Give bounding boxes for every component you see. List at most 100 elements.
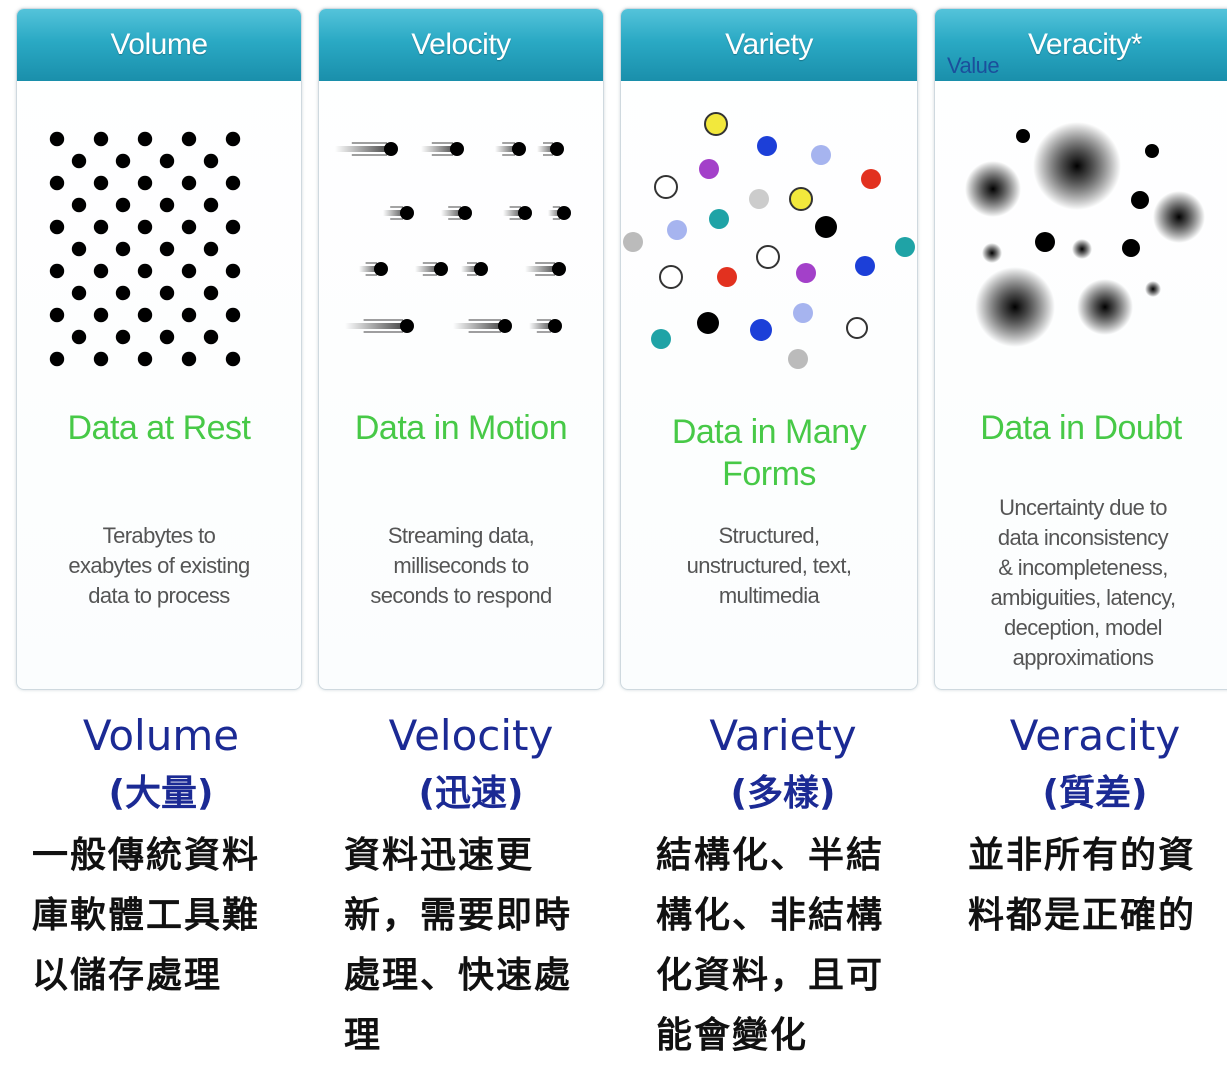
motion-trail: [537, 146, 557, 152]
blurred-dot: [965, 161, 1021, 217]
blurred-dot: [975, 267, 1055, 347]
grid-dot: [203, 241, 219, 257]
stream-dot: [374, 262, 388, 276]
grid-dot: [49, 175, 65, 191]
blurred-dot: [1153, 191, 1205, 243]
motion-trail: [359, 266, 381, 272]
stream-dot: [400, 319, 414, 333]
sharp-dot: [1035, 232, 1055, 252]
velocity-card-header: Velocity: [319, 9, 603, 81]
blurred-dot: [1033, 122, 1121, 210]
grid-dot: [225, 307, 241, 323]
veracity-card-title: Data in Doubt: [980, 409, 1182, 447]
variety-card: Variety Data in Many Forms Structured, u…: [620, 8, 918, 690]
motion-trail: [548, 210, 564, 216]
column-body-variety: 結構化、半結構化、非結構化資料，且可能會變化: [656, 835, 885, 1056]
stream-dot: [450, 142, 464, 156]
grid-dot: [225, 263, 241, 279]
variety-dot: [749, 189, 769, 209]
description-line: approximations: [1012, 645, 1154, 670]
variety-dot: [659, 265, 683, 289]
column-sub-volume: (大量): [108, 773, 214, 814]
blurred-dot: [1145, 281, 1161, 297]
motion-trail: [415, 266, 441, 272]
stream-dot: [434, 262, 448, 276]
sharp-dot: [1016, 129, 1030, 143]
description-line: & incompleteness,: [998, 555, 1168, 580]
description-line: Streaming data,: [387, 523, 535, 548]
column-name-velocity: Velocity: [388, 711, 554, 760]
grid-dot: [49, 351, 65, 367]
blurred-dots-icon: [965, 122, 1205, 347]
column-sub-velocity: (迅速): [418, 773, 524, 814]
description-line: seconds to respond: [370, 583, 552, 608]
variety-dot: [709, 209, 729, 229]
variety-dot: [651, 329, 671, 349]
grid-dot: [203, 285, 219, 301]
grid-dot: [181, 175, 197, 191]
veracity-card-header: Veracity* Value: [935, 9, 1227, 81]
stream-dot: [498, 319, 512, 333]
veracity-card-header-label: Veracity*: [1028, 28, 1142, 61]
stream-dot: [557, 206, 571, 220]
variety-dot: [846, 317, 868, 339]
variety-card-header: Variety: [621, 9, 917, 81]
grid-dot: [181, 131, 197, 147]
grid-dot: [93, 219, 109, 235]
description-line: exabytes of existing: [68, 553, 250, 578]
grid-dot: [93, 307, 109, 323]
motion-trail: [335, 146, 391, 152]
column-sub-veracity: (質差): [1042, 773, 1148, 814]
grid-dot: [159, 241, 175, 257]
variety-dot: [757, 136, 777, 156]
grid-dot: [159, 197, 175, 213]
motion-trail: [345, 323, 407, 329]
grid-dot: [137, 175, 153, 191]
veracity-card: Veracity* Value Data in Doubt Uncertaint…: [934, 8, 1227, 690]
grid-dot: [159, 329, 175, 345]
sharp-dot: [1131, 191, 1149, 209]
volume-card-description: Terabytes to exabytes of existing data t…: [21, 521, 297, 611]
grid-dot: [49, 131, 65, 147]
motion-trail: [383, 210, 407, 216]
variety-dot: [699, 159, 719, 179]
description-line: Uncertainty due to: [999, 495, 1167, 520]
colored-dots-icon: [623, 112, 915, 369]
column-body-veracity: 並非所有的資料都是正確的: [968, 835, 1197, 936]
variety-dot: [750, 319, 772, 341]
veracity-card-description: Uncertainty due to data inconsistency & …: [939, 493, 1227, 673]
description-line: data inconsistency: [997, 525, 1169, 550]
stream-dot: [458, 206, 472, 220]
variety-card-description: Structured, unstructured, text, multimed…: [625, 521, 913, 611]
blurred-dot: [1077, 279, 1133, 335]
description-line: data to process: [88, 583, 230, 608]
stream-dot: [400, 206, 414, 220]
column-name-variety: Variety: [709, 711, 857, 760]
sharp-dot: [1122, 239, 1140, 257]
variety-dot: [815, 216, 837, 238]
grid-dot: [181, 351, 197, 367]
grid-dot: [225, 219, 241, 235]
dot-grid-icon: [49, 131, 241, 367]
grid-dot: [137, 351, 153, 367]
grid-dot: [181, 307, 197, 323]
variety-dot: [861, 169, 881, 189]
variety-dot: [796, 263, 816, 283]
description-line: unstructured, text,: [686, 553, 852, 578]
motion-trail: [461, 266, 481, 272]
description-line: Structured,: [718, 523, 820, 548]
volume-card-header: Volume: [17, 9, 301, 81]
grid-dot: [71, 153, 87, 169]
variety-dot: [793, 303, 813, 323]
volume-card-title: Data at Rest: [67, 409, 251, 447]
grid-dot: [159, 153, 175, 169]
column-name-veracity: Veracity: [1009, 711, 1181, 760]
title-line: Data in Many: [671, 413, 867, 451]
variety-dot: [654, 175, 678, 199]
grid-dot: [93, 131, 109, 147]
blurred-dot: [982, 243, 1002, 263]
grid-dot: [71, 241, 87, 257]
motion-trail: [495, 146, 519, 152]
velocity-card: Velocity Data in Motion Streaming data, …: [318, 8, 604, 690]
grid-dot: [49, 219, 65, 235]
